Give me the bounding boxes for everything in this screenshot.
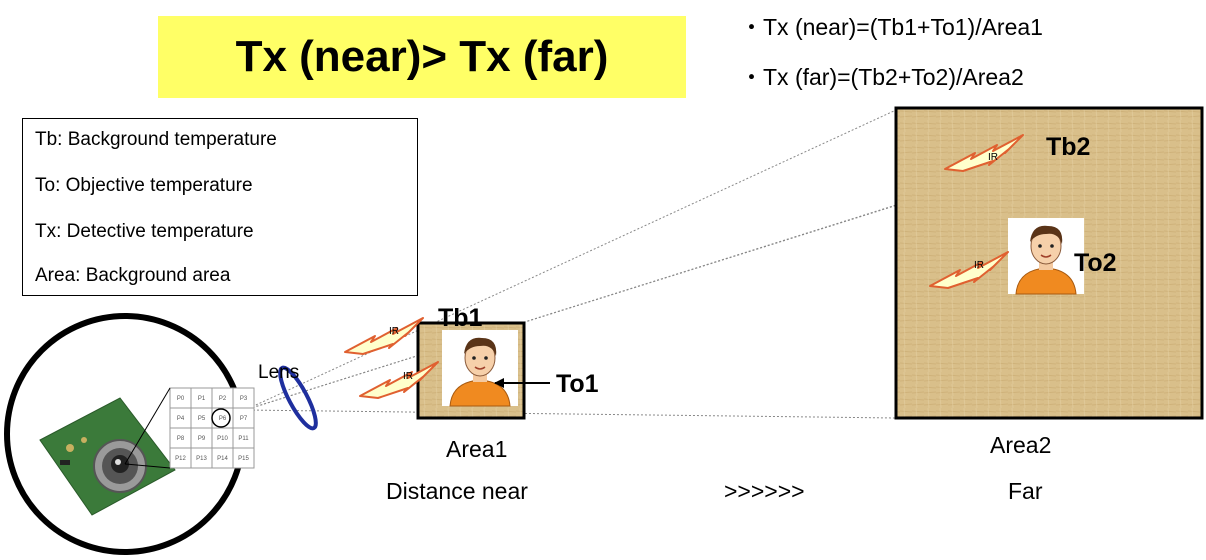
pixel-cell-label: P6 (219, 416, 227, 422)
pixel-cell-label: P15 (238, 456, 249, 462)
pixel-cell-label: P0 (177, 396, 185, 402)
ir-label-1: IR (389, 326, 399, 337)
pixel-grid (169, 387, 255, 469)
tb2-label: Tb2 (1046, 133, 1091, 161)
formula-near: ・Tx (near)=(Tb1+To1)/Area1 (740, 14, 1043, 40)
pixel-cell-label: P10 (217, 436, 228, 442)
arrows-label: >>>>>> (724, 478, 805, 504)
pixel-cell-label: P1 (198, 396, 206, 402)
legend-tx: Tx: Detective temperature (35, 221, 254, 242)
pixel-cell-label: P13 (196, 456, 207, 462)
ir-bolt-1 (344, 317, 424, 355)
legend-tb: Tb: Background temperature (35, 129, 277, 150)
pixel-cell-label: P8 (177, 436, 185, 442)
distance-near-label: Distance near (386, 478, 528, 504)
near-area (416, 321, 550, 420)
title-banner: Tx (near)> Tx (far) (158, 16, 686, 98)
title-text: Tx (near)> Tx (far) (235, 32, 609, 81)
to2-label: To2 (1074, 249, 1117, 277)
ir-label-2: IR (403, 371, 413, 382)
pixel-cell-label: P14 (217, 456, 228, 462)
lens-ellipse (278, 365, 318, 431)
legend-box: Tb: Background temperature To: Objective… (22, 118, 418, 296)
legend-to: To: Objective temperature (35, 175, 253, 196)
sight-lines (244, 109, 1201, 419)
pixel-cell-label: P5 (198, 416, 206, 422)
area1-label: Area1 (446, 436, 508, 462)
ir-label-3: IR (988, 152, 998, 163)
sensor-board-image (39, 397, 176, 516)
pixel-cell-label: P4 (177, 416, 185, 422)
pixel-cell-label: P3 (240, 396, 248, 402)
pixel-cell-label: P9 (198, 436, 206, 442)
far-label: Far (1008, 478, 1043, 504)
pixel-cell-label: P2 (219, 396, 227, 402)
ir-label-4: IR (974, 260, 984, 271)
pixel-cell-label: P11 (238, 436, 249, 442)
legend-area: Area: Background area (35, 265, 231, 286)
lens-label: Lens (258, 362, 300, 383)
pixel-cell-label: P7 (240, 416, 248, 422)
pixel-cell-label: P12 (175, 456, 186, 462)
to1-label: To1 (556, 370, 599, 398)
tb1-label: Tb1 (438, 304, 483, 332)
formula-far: ・Tx (far)=(Tb2+To2)/Area2 (740, 64, 1024, 90)
far-area (894, 106, 1204, 420)
area2-label: Area2 (990, 432, 1052, 458)
